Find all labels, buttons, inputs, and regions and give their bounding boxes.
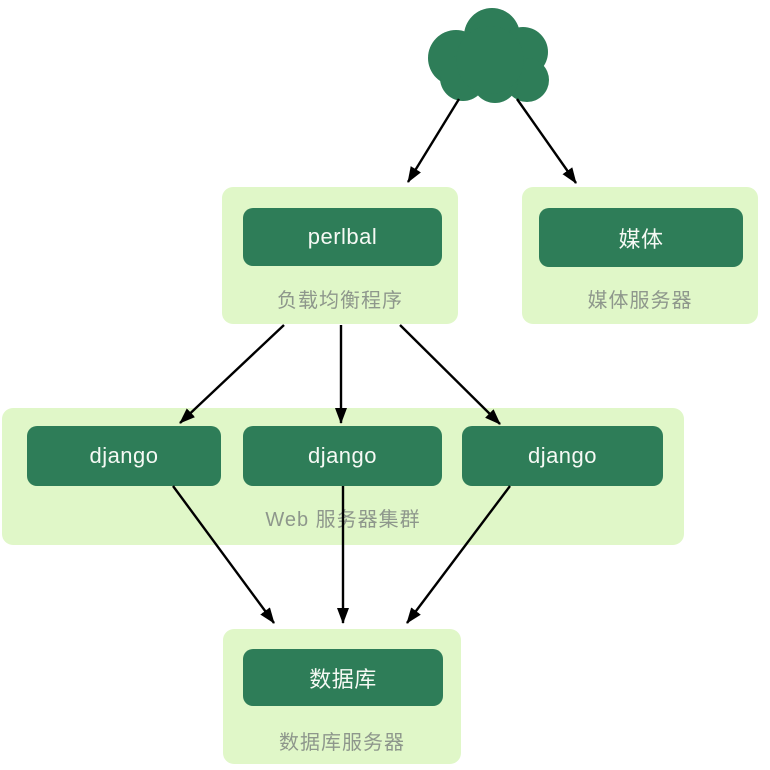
media-server-caption: 媒体服务器	[587, 290, 693, 312]
media-node-label: 媒体	[618, 226, 664, 252]
django-node-2: django	[243, 426, 442, 486]
database-node: 数据库	[243, 649, 443, 706]
database-caption: 数据库服务器	[279, 732, 405, 754]
web-cluster-caption: Web 服务器集群	[265, 509, 421, 531]
media-server-group: 媒体 媒体服务器	[522, 187, 758, 324]
web-cluster-group: django django django Web 服务器集群	[2, 408, 684, 545]
media-node: 媒体	[539, 208, 743, 267]
django-node-1-label: django	[89, 443, 159, 468]
database-node-label: 数据库	[309, 666, 377, 692]
perlbal-node: perlbal	[243, 208, 442, 266]
load-balancer-caption: 负载均衡程序	[277, 290, 403, 312]
perlbal-node-label: perlbal	[307, 224, 378, 249]
edge-internet-loadbalancer	[406, 98, 461, 183]
edge-internet-media	[516, 98, 577, 184]
load-balancer-group: perlbal 负载均衡程序	[222, 187, 458, 324]
django-node-2-label: django	[307, 443, 378, 468]
internet-cloud-icon	[428, 8, 549, 103]
django-node-3: django	[462, 426, 663, 486]
django-node-3-label: django	[527, 443, 598, 468]
database-group: 数据库 数据库服务器	[223, 629, 461, 764]
django-node-1: django	[27, 426, 221, 486]
